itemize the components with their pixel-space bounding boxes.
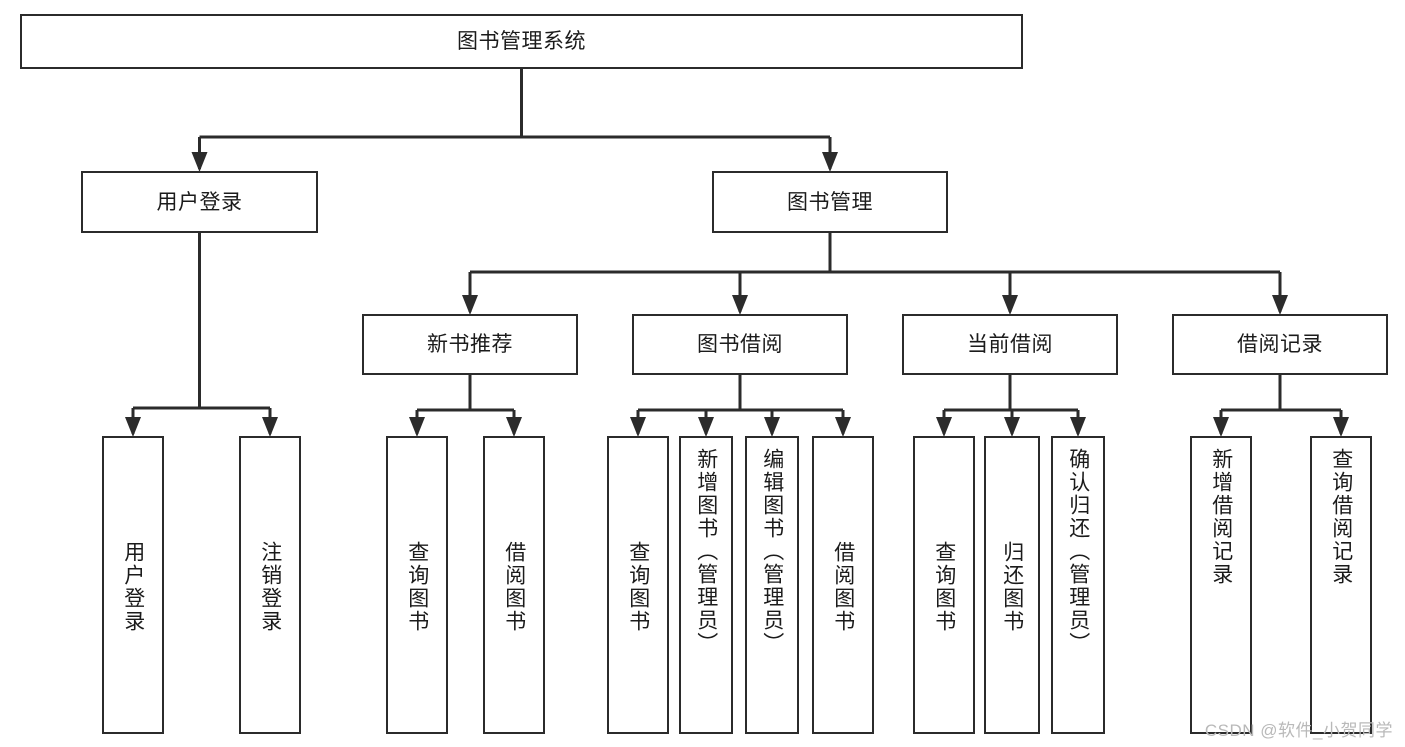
node-leaf-confirm-return[interactable]: 确认归还（管理员）	[1051, 436, 1105, 734]
node-leaf-add-borrow-record-label: 新增借阅记录	[1209, 448, 1233, 586]
node-leaf-borrow-book-1[interactable]: 借阅图书	[483, 436, 545, 734]
node-leaf-query-borrow-record[interactable]: 查询借阅记录	[1310, 436, 1372, 734]
node-leaf-query-book-2[interactable]: 查询图书	[607, 436, 669, 734]
node-leaf-query-borrow-record-label: 查询借阅记录	[1329, 448, 1353, 586]
node-leaf-query-book-1[interactable]: 查询图书	[386, 436, 448, 734]
node-leaf-user-login[interactable]: 用户登录	[102, 436, 164, 734]
node-leaf-edit-book[interactable]: 编辑图书（管理员）	[745, 436, 799, 734]
node-leaf-query-book-2-label: 查询图书	[626, 541, 650, 633]
node-leaf-confirm-return-label: 确认归还（管理员）	[1066, 448, 1090, 655]
node-user-login[interactable]: 用户登录	[81, 171, 318, 233]
node-current-borrow[interactable]: 当前借阅	[902, 314, 1118, 375]
node-leaf-borrow-book-1-label: 借阅图书	[502, 541, 526, 633]
node-new-book-recommend[interactable]: 新书推荐	[362, 314, 578, 375]
node-root-label: 图书管理系统	[457, 30, 586, 53]
node-leaf-return-book-label: 归还图书	[1000, 541, 1024, 633]
node-borrow-record[interactable]: 借阅记录	[1172, 314, 1388, 375]
node-leaf-logout-login[interactable]: 注销登录	[239, 436, 301, 734]
node-book-borrow-label: 图书借阅	[697, 333, 783, 356]
node-leaf-user-login-label: 用户登录	[121, 541, 145, 633]
node-leaf-add-book[interactable]: 新增图书（管理员）	[679, 436, 733, 734]
watermark: CSDN @软件_小贺同学	[1204, 721, 1393, 740]
node-leaf-borrow-book-2[interactable]: 借阅图书	[812, 436, 874, 734]
node-leaf-borrow-book-2-label: 借阅图书	[831, 541, 855, 633]
node-root[interactable]: 图书管理系统	[20, 14, 1023, 69]
node-book-management-label: 图书管理	[787, 190, 873, 214]
node-leaf-return-book[interactable]: 归还图书	[984, 436, 1040, 734]
node-leaf-logout-login-label: 注销登录	[258, 541, 282, 633]
node-leaf-add-book-label: 新增图书（管理员）	[694, 448, 718, 655]
node-borrow-record-label: 借阅记录	[1237, 333, 1323, 356]
node-user-login-label: 用户登录	[156, 190, 243, 214]
node-leaf-edit-book-label: 编辑图书（管理员）	[760, 448, 784, 655]
node-new-book-recommend-label: 新书推荐	[427, 333, 513, 356]
node-leaf-query-book-3-label: 查询图书	[932, 541, 956, 633]
node-leaf-query-book-1-label: 查询图书	[405, 541, 429, 633]
node-book-borrow[interactable]: 图书借阅	[632, 314, 848, 375]
node-current-borrow-label: 当前借阅	[967, 333, 1053, 356]
node-book-management[interactable]: 图书管理	[712, 171, 948, 233]
node-leaf-query-book-3[interactable]: 查询图书	[913, 436, 975, 734]
node-leaf-add-borrow-record[interactable]: 新增借阅记录	[1190, 436, 1252, 734]
